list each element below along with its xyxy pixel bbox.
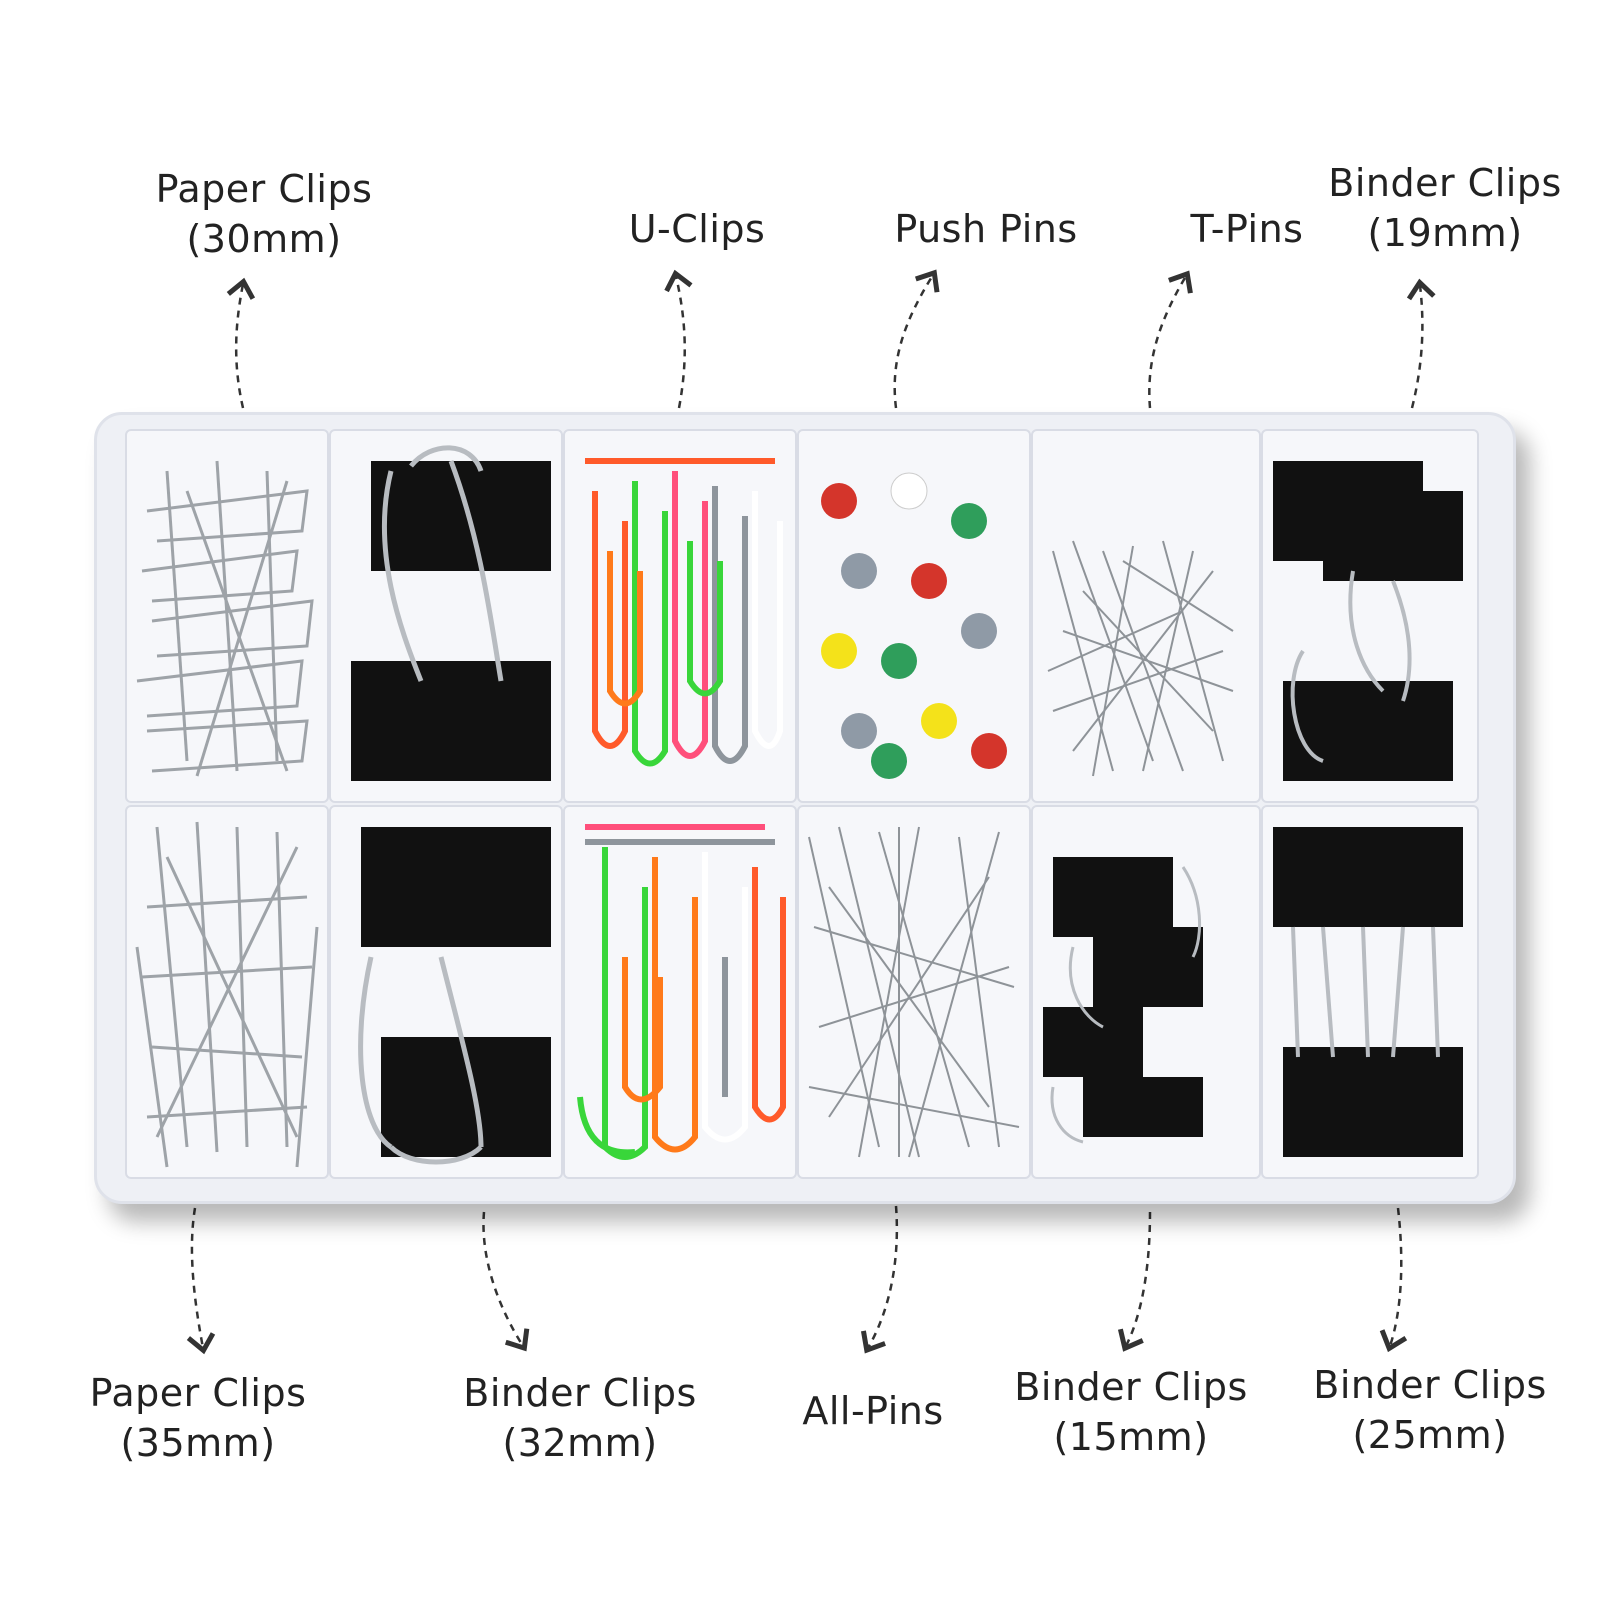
arrow-binder-clips-15mm <box>1117 1211 1152 1352</box>
steel-paper-clips-graphic <box>135 821 319 1168</box>
label-binder-clips-19mm: Binder Clips(19mm) <box>1328 161 1562 255</box>
binder-clips-graphic <box>358 827 551 1165</box>
compartment-push-pins <box>797 429 1031 803</box>
arrow-all-pins <box>860 1205 899 1354</box>
arrow-binder-clips-32mm <box>482 1211 530 1352</box>
compartment-binder-clips-large-top <box>329 429 563 803</box>
label-paper-clips-35mm: Paper Clips(35mm) <box>89 1371 307 1465</box>
label-binder-clips-15mm: Binder Clips(15mm) <box>1014 1365 1248 1459</box>
tiny-binder-clips-graphic <box>1043 857 1203 1144</box>
all-pins-graphic <box>808 826 1020 1158</box>
compartment-binder-clips-15mm <box>1031 805 1261 1179</box>
push-pins-graphic <box>821 472 1007 779</box>
label-all-pins: All-Pins <box>802 1389 944 1433</box>
compartment-binder-clips-19mm <box>1261 429 1479 803</box>
label-push-pins: Push Pins <box>894 207 1078 251</box>
organizer-tray <box>94 412 1516 1204</box>
arrow-u-clips <box>664 269 693 409</box>
arrow-binder-clips-25mm <box>1379 1207 1408 1353</box>
label-binder-clips-25mm: Binder Clips(25mm) <box>1313 1363 1547 1457</box>
compartment-binder-clips-25mm <box>1261 805 1479 1179</box>
compartment-t-pins <box>1031 429 1261 803</box>
label-paper-clips-30mm: Paper Clips(30mm) <box>155 167 373 261</box>
compartment-u-clips <box>563 429 797 803</box>
label-t-pins: T-Pins <box>1190 207 1304 251</box>
label-binder-clips-32mm: Binder Clips(32mm) <box>463 1371 697 1465</box>
colored-paper-clips-graphic <box>577 824 786 1160</box>
arrow-push-pins <box>893 269 940 409</box>
colored-u-clips-graphic <box>585 458 783 767</box>
small-binder-clips-graphic <box>1273 461 1463 781</box>
compartment-paper-clips-35mm <box>125 805 329 1179</box>
arrow-binder-clips-19mm <box>1406 278 1436 409</box>
steel-paper-clips-graphic <box>136 460 314 777</box>
compartment-paper-clips-30mm <box>125 429 329 803</box>
binder-clips-graphic <box>351 445 551 781</box>
compartment-binder-clips-32mm <box>329 805 563 1179</box>
compartment-colored-paper-clips <box>563 805 797 1179</box>
label-u-clips: U-Clips <box>628 207 766 251</box>
medium-binder-clips-graphic <box>1273 827 1463 1157</box>
arrow-paper-clips-35mm <box>186 1207 216 1355</box>
arrow-t-pins <box>1148 270 1193 409</box>
compartment-all-pins <box>797 805 1031 1179</box>
t-pins-graphic <box>1047 540 1234 777</box>
arrow-paper-clips-30mm <box>226 277 256 409</box>
